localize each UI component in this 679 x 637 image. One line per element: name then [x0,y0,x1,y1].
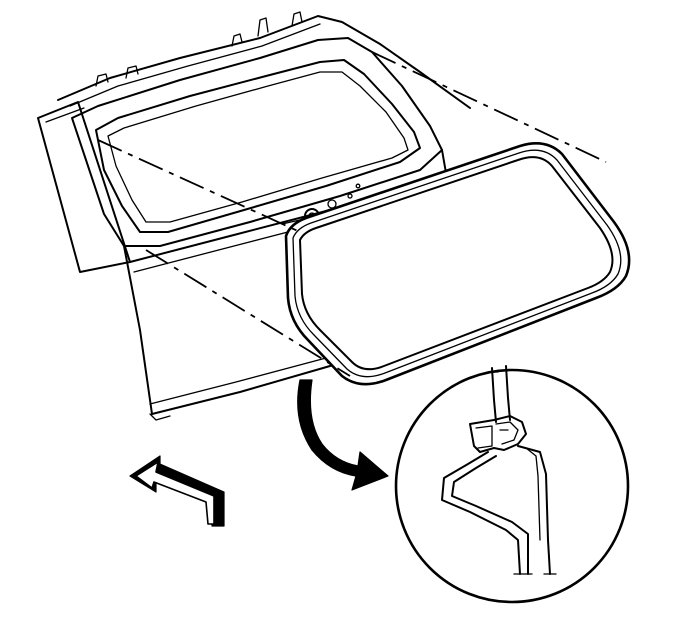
front-arrow-icon [129,455,225,527]
clip-detail-circle [394,365,630,604]
curved-arrow-icon [297,379,389,491]
alignment-lines [97,51,607,377]
liftgate-weatherstrip [284,142,631,386]
